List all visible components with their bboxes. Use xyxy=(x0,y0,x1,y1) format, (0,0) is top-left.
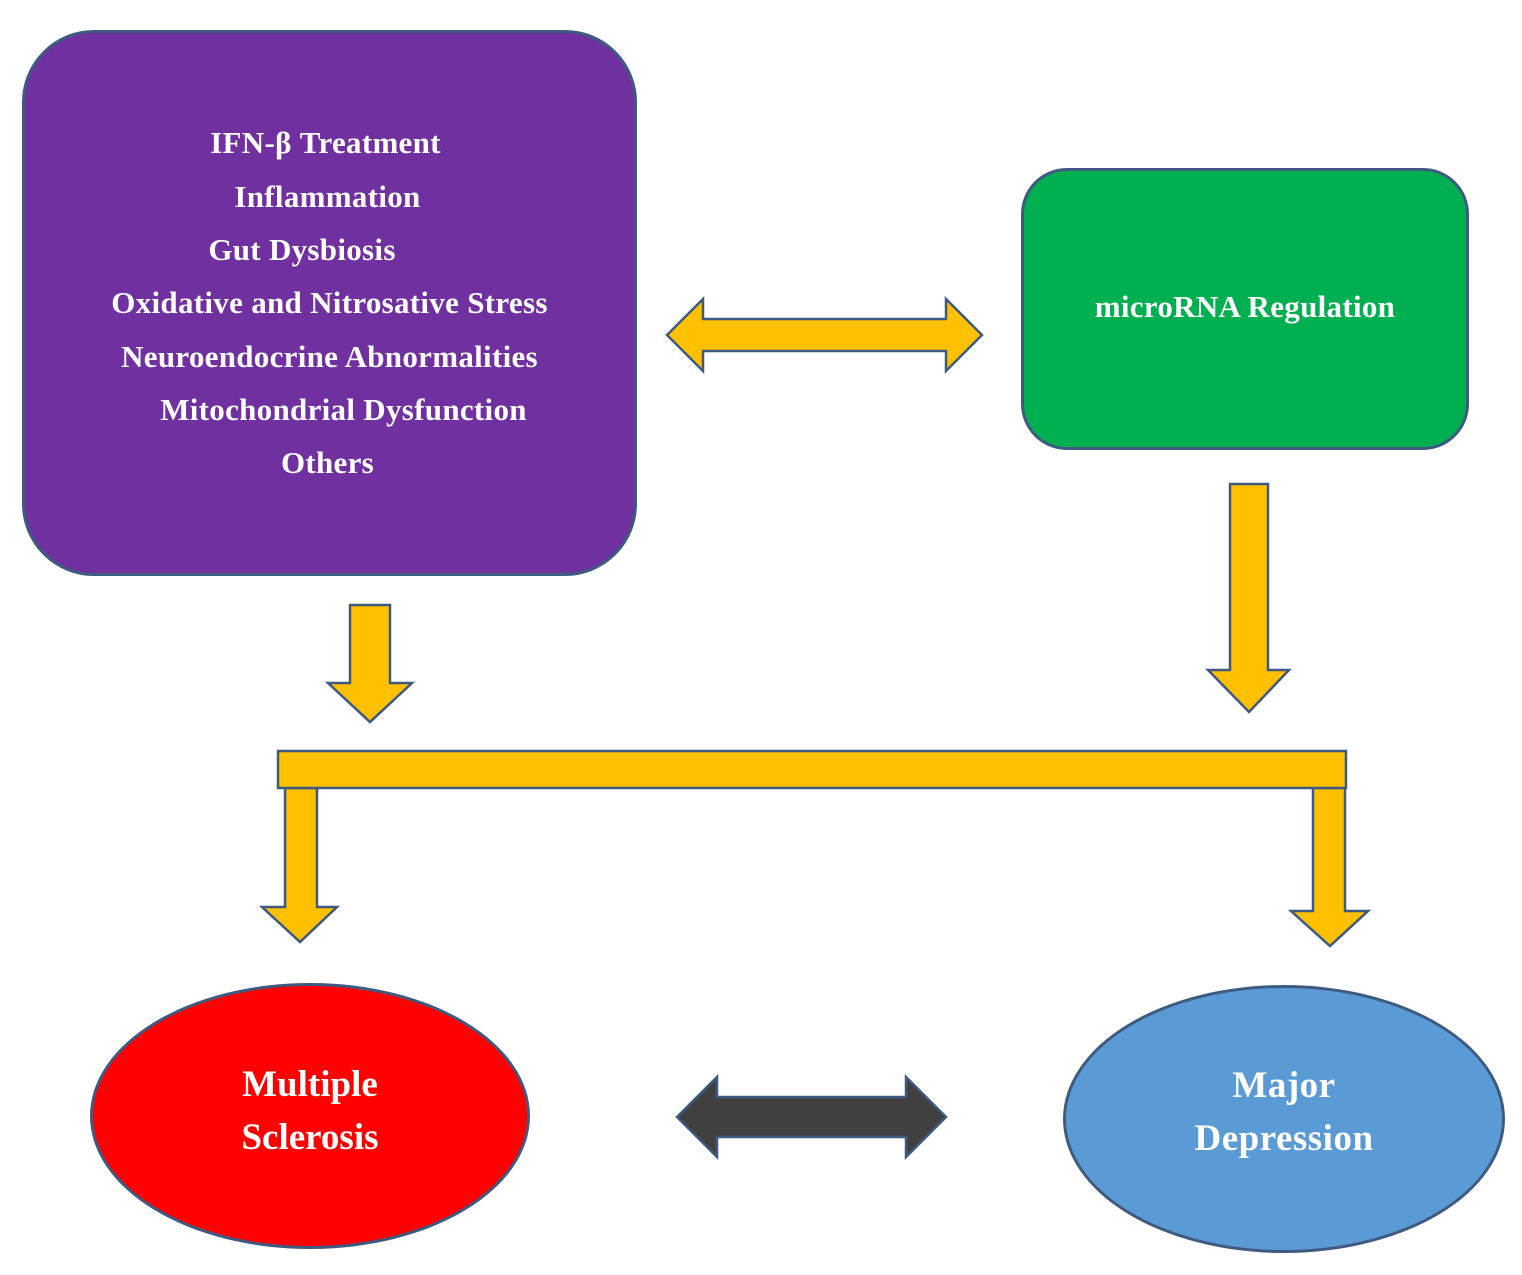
mirna-label: microRNA Regulation xyxy=(1094,289,1396,324)
convergence-bar xyxy=(276,749,1348,790)
ms-md-double-arrow xyxy=(675,1073,948,1161)
mirna-regulation-box: microRNA Regulation xyxy=(1021,168,1469,450)
ms-label-line2: Sclerosis xyxy=(241,1117,379,1158)
mirna-down-arrow xyxy=(1205,482,1292,714)
factors-box: IFN-β Treatment Inflammation Gut Dysbios… xyxy=(22,30,637,576)
factors-down-arrow xyxy=(324,603,416,724)
md-down-arrow xyxy=(1287,786,1372,948)
ms-down-arrow xyxy=(258,786,341,944)
md-label-line2: Depression xyxy=(1194,1118,1374,1159)
factor-item: IFN-β Treatment xyxy=(210,125,441,161)
factor-item: Neuroendocrine Abnormalities xyxy=(121,338,538,374)
ms-label-line1: Multiple xyxy=(242,1064,378,1105)
factors-mirna-double-arrow xyxy=(665,295,984,375)
md-label-line1: Major xyxy=(1232,1065,1336,1106)
major-depression-node: Major Depression xyxy=(1063,985,1505,1253)
factor-item: Oxidative and Nitrosative Stress xyxy=(111,285,548,321)
factor-item: Others xyxy=(280,445,375,481)
multiple-sclerosis-node: Multiple Sclerosis xyxy=(90,983,530,1249)
factor-item: Mitochondrial Dysfunction xyxy=(160,391,527,427)
factor-item: Gut Dysbiosis xyxy=(208,232,396,268)
factor-item: Inflammation xyxy=(234,178,421,214)
